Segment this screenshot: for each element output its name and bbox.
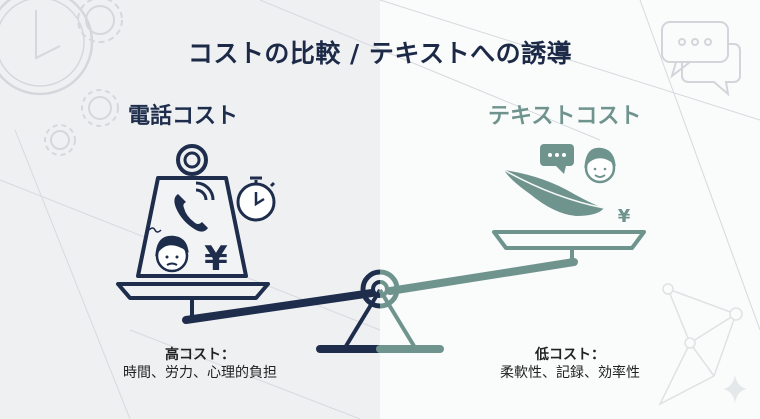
phone-cost-heading: 電話コスト — [128, 104, 239, 129]
yen-icon-small: ¥ — [618, 206, 631, 227]
left-pan — [116, 282, 270, 316]
high-cost-label: 高コスト： — [165, 347, 235, 363]
beam-left — [182, 289, 376, 324]
text-cost-caption: 低コスト： 柔軟性、記録、効率性 — [450, 346, 690, 382]
sparkle-icon — [723, 375, 747, 403]
clock-icon — [0, 0, 94, 96]
feather-icon — [503, 169, 605, 216]
right-pan — [492, 230, 646, 262]
smiling-face-icon — [584, 147, 616, 184]
low-cost-details: 柔軟性、記録、効率性 — [500, 365, 640, 381]
weight-icon — [136, 144, 248, 278]
phone-icon — [174, 181, 215, 232]
low-cost-label: 低コスト： — [535, 347, 605, 363]
yen-icon: ¥ — [204, 239, 228, 279]
chat-bubble-icon — [540, 144, 574, 174]
text-cost-heading: テキストコスト — [488, 104, 642, 129]
chat-bubbles-icon — [661, 21, 741, 97]
fulcrum — [316, 269, 444, 353]
worried-face-icon — [148, 227, 189, 273]
gear-icon — [44, 0, 123, 156]
page-title: コストの比較 / テキストへの誘導 — [187, 39, 573, 68]
high-cost-details: 時間、労力、心理的負担 — [123, 365, 277, 381]
phone-cost-caption: 高コスト： 時間、労力、心理的負担 — [80, 346, 320, 382]
beam-right — [386, 258, 578, 295]
network-icon — [658, 283, 743, 406]
stopwatch-icon — [236, 176, 276, 222]
